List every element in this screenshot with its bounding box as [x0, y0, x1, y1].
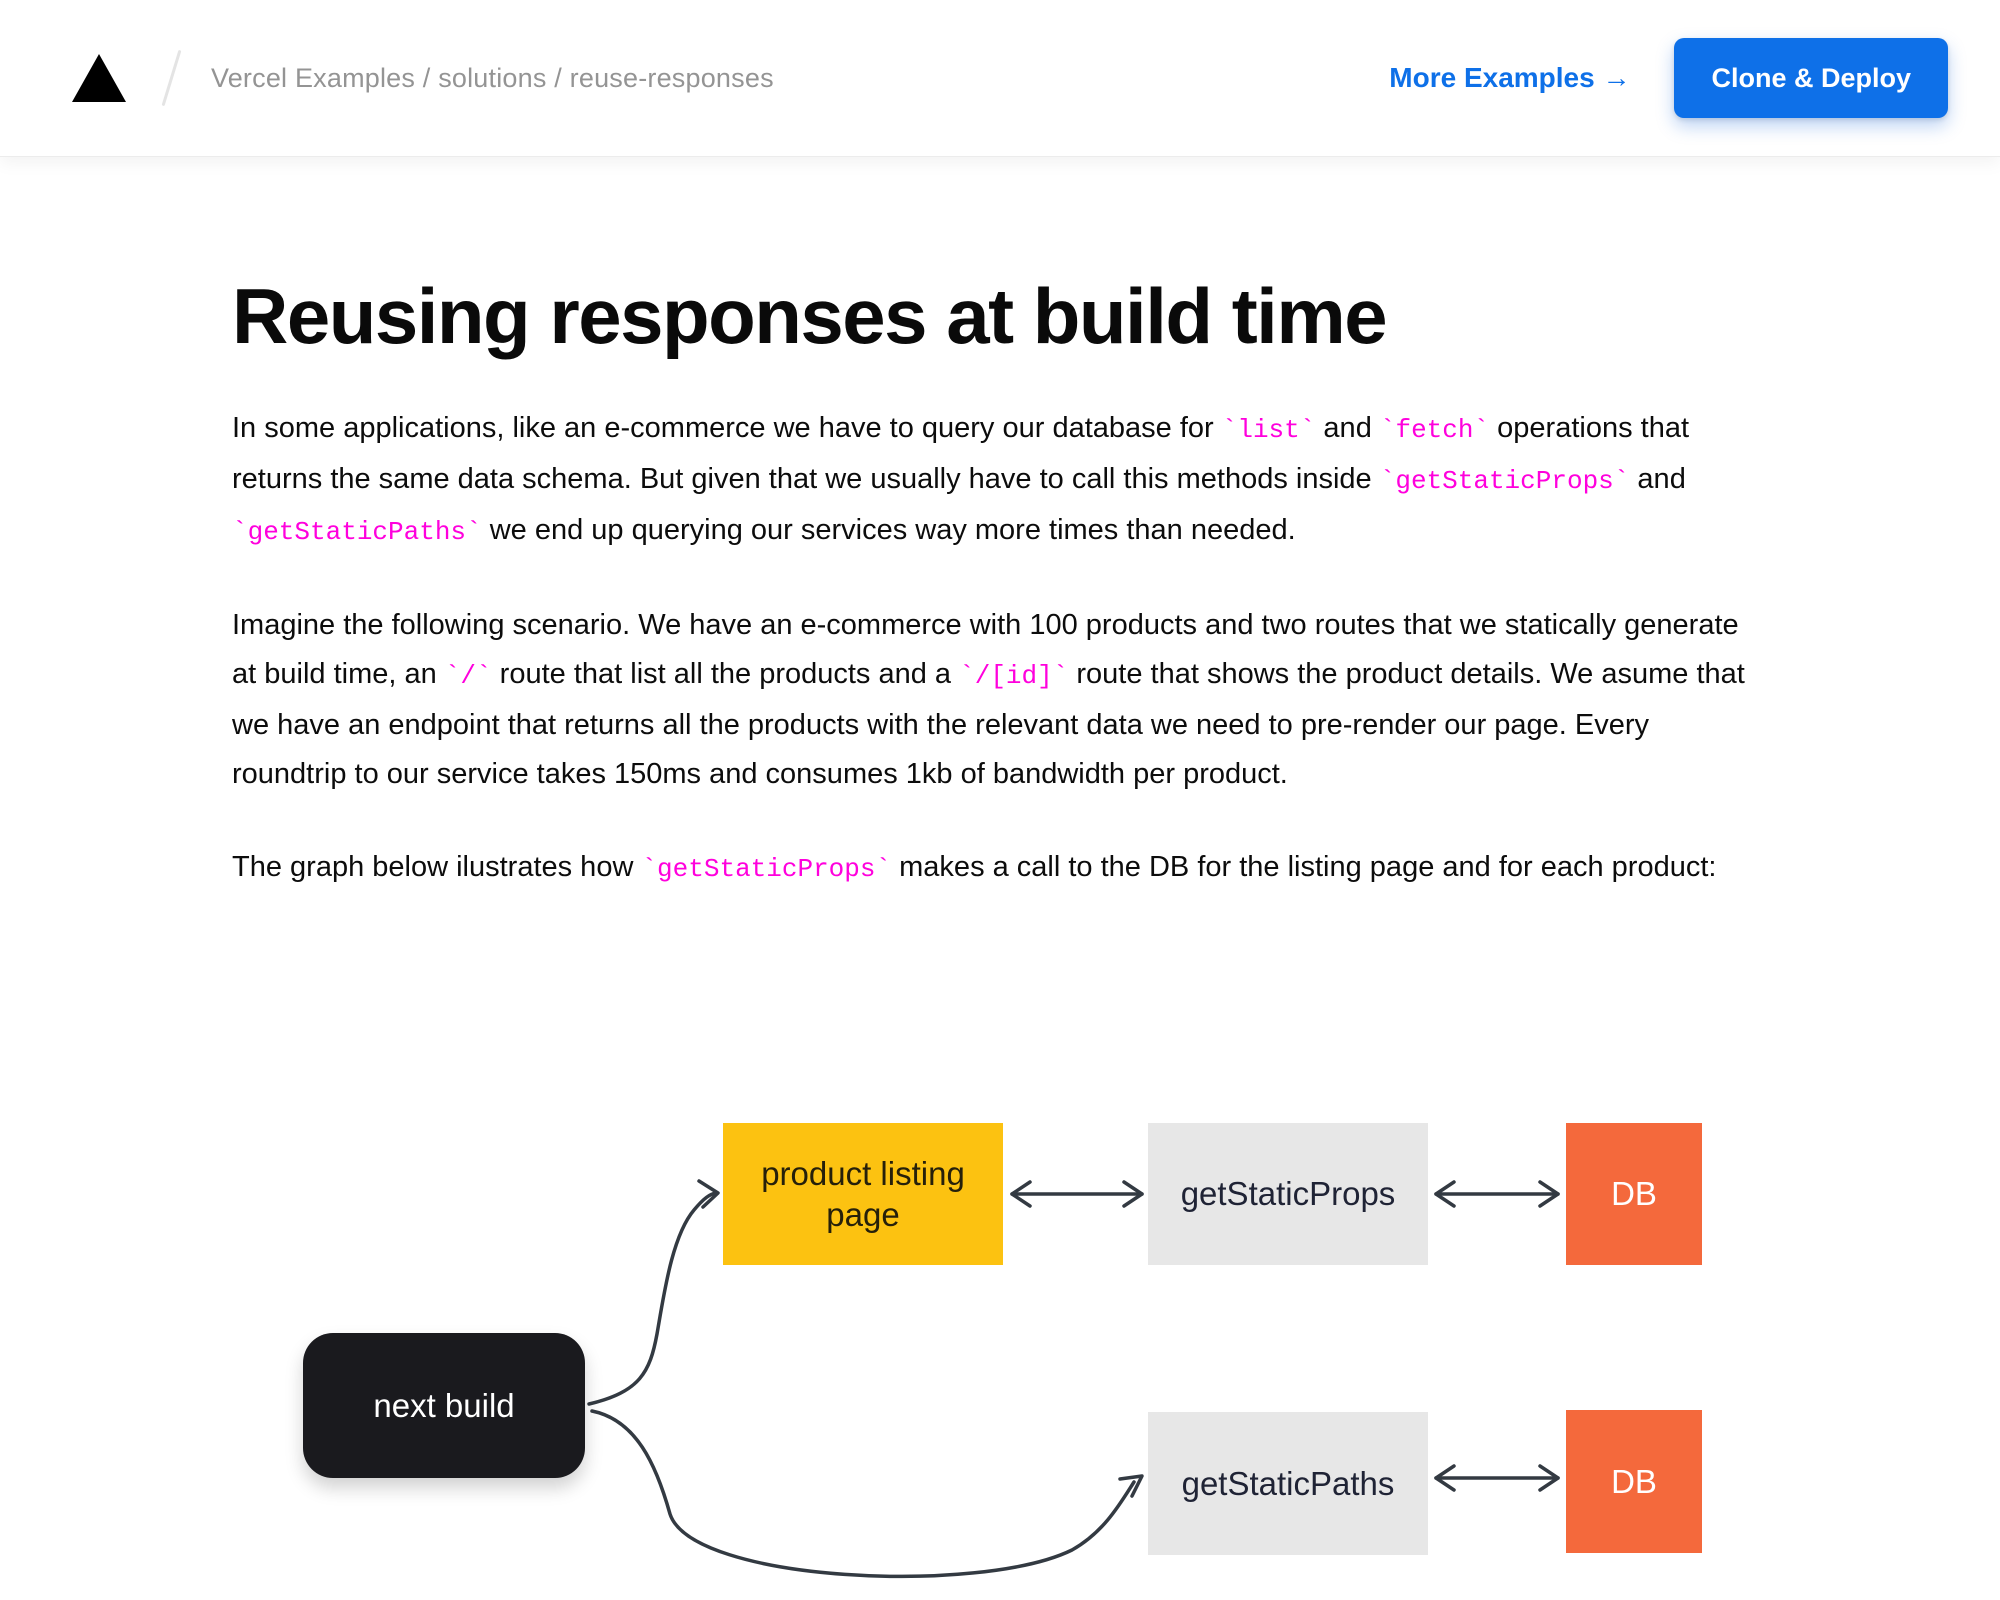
vercel-triangle-icon[interactable]	[72, 54, 126, 102]
slash-divider	[161, 49, 182, 107]
diagram-node-product-listing-page: product listing page	[723, 1123, 1003, 1265]
inline-code: `getStaticProps`	[1379, 466, 1630, 497]
inline-code: `getStaticPaths`	[232, 517, 482, 548]
diagram-node-next-build: next build	[303, 1333, 585, 1478]
paragraph-graph-caption: The graph below ilustrates how `getStati…	[232, 843, 1768, 894]
diagram-node-getstaticprops: getStaticProps	[1148, 1123, 1428, 1265]
inline-code: `fetch`	[1379, 415, 1490, 446]
text-segment: and	[1629, 463, 1686, 496]
text-segment: operations that returns the same data sc…	[232, 412, 1690, 496]
more-examples-link[interactable]: More Examples →	[1389, 62, 1631, 93]
breadcrumb[interactable]: Vercel Examples / solutions / reuse-resp…	[211, 62, 774, 93]
text-segment: and	[1315, 412, 1380, 445]
text-segment: we end up querying our services way more…	[481, 514, 1296, 547]
text-segment: In some applications, like an e-commerce…	[232, 412, 1222, 445]
article: Reusing responses at build time In some …	[232, 272, 1768, 894]
text-segment: route that list all the products and a	[491, 658, 960, 691]
diagram-node-db-bottom: DB	[1566, 1410, 1702, 1553]
inline-code: `/`	[444, 661, 492, 692]
paragraph-intro: In some applications, like an e-commerce…	[232, 404, 1768, 557]
text-segment: The graph below ilustrates how	[232, 851, 642, 884]
inline-code: `list`	[1221, 415, 1316, 446]
page-title: Reusing responses at build time	[232, 272, 1388, 360]
text-segment: makes a call to the DB for the listing p…	[891, 851, 1717, 884]
paragraph-scenario: Imagine the following scenario. We have …	[232, 601, 1768, 799]
curve-nextbuild-getstaticpaths	[590, 1409, 1136, 1579]
diagram-node-getstaticpaths: getStaticPaths	[1148, 1412, 1428, 1555]
text-segment: Imagine the following scenario. We have …	[232, 609, 1739, 691]
curve-nextbuild-listing	[587, 1191, 718, 1406]
diagram-node-db-top: DB	[1566, 1123, 1702, 1265]
header: Vercel Examples / solutions / reuse-resp…	[0, 0, 2000, 157]
inline-code: `getStaticProps`	[641, 854, 892, 885]
text-segment: route that shows the product details. We…	[232, 658, 1745, 791]
inline-code: `/[id]`	[959, 661, 1069, 692]
clone-deploy-button[interactable]: Clone & Deploy	[1674, 38, 1948, 118]
build-flow-diagram: next build product listing page getStati…	[0, 1080, 2000, 1579]
